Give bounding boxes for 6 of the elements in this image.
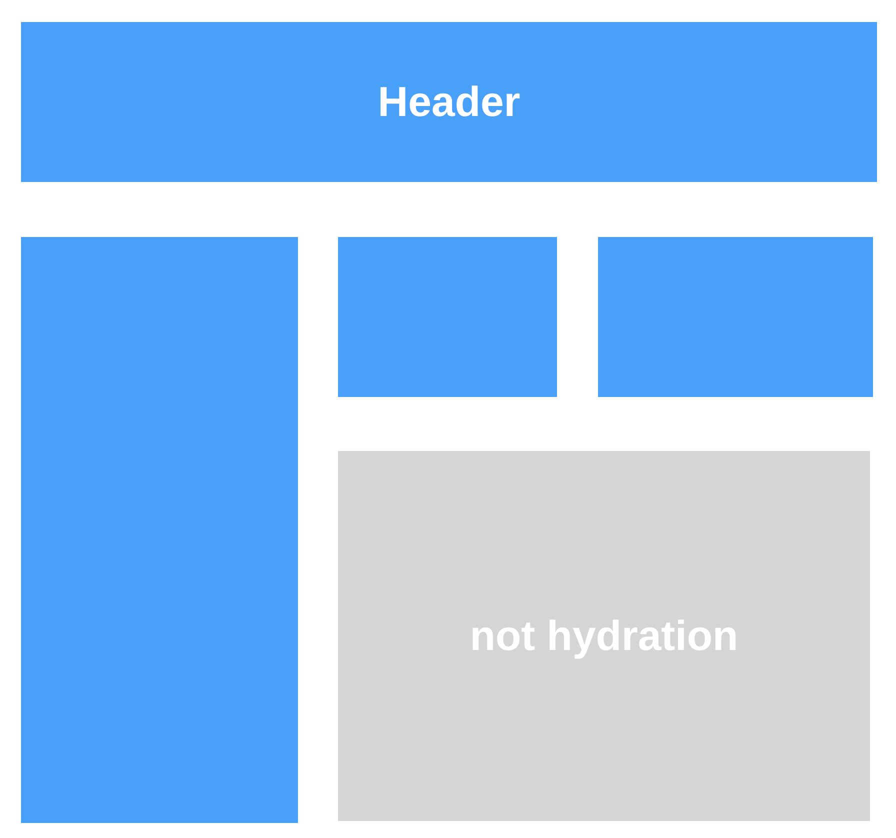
- layout-panel: [338, 237, 557, 397]
- layout-panel: [338, 451, 870, 821]
- layout-panel: [21, 22, 877, 182]
- layout-panel: [598, 237, 873, 397]
- layout-panel: [21, 237, 298, 823]
- panel-label: Header: [378, 78, 520, 126]
